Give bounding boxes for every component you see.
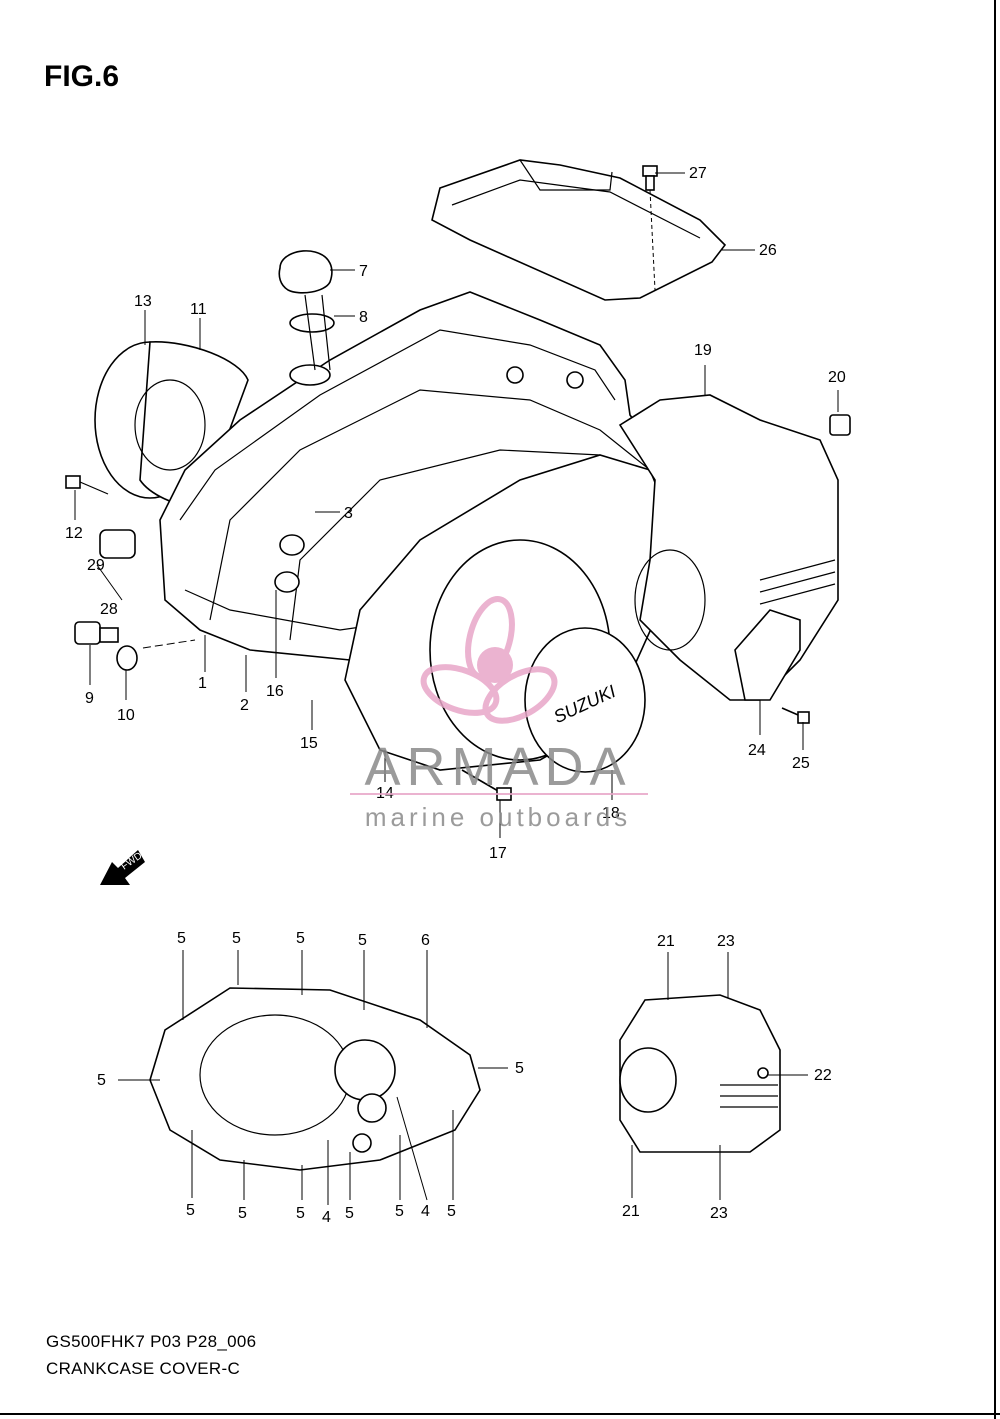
callout-20: 20 bbox=[828, 369, 846, 386]
callout-gasket-5g: 5 bbox=[186, 1202, 195, 1219]
callout-gasket-5c: 5 bbox=[296, 930, 305, 947]
callouts-small-cover: 21 23 22 21 23 bbox=[622, 933, 832, 1222]
callout-29: 29 bbox=[87, 557, 105, 574]
small-cover-detail bbox=[619, 994, 781, 1153]
dowel-pin-20 bbox=[829, 414, 851, 436]
fwd-direction-arrow: FWD bbox=[100, 850, 145, 885]
gasket-2 bbox=[209, 389, 661, 621]
callout-21a: 21 bbox=[657, 933, 675, 950]
callout-7: 7 bbox=[359, 263, 368, 280]
callout-gasket-5h: 5 bbox=[238, 1205, 247, 1222]
gasket-detail bbox=[149, 987, 481, 1171]
propeller-logo-icon bbox=[420, 596, 558, 724]
callout-gasket-5l: 5 bbox=[447, 1203, 456, 1220]
generator-cover-19 bbox=[618, 394, 839, 701]
callout-gasket-4b: 4 bbox=[421, 1203, 430, 1220]
callout-15: 15 bbox=[300, 735, 318, 752]
callout-2: 2 bbox=[240, 697, 249, 714]
callout-24: 24 bbox=[748, 742, 766, 759]
callouts-gasket: 5 5 5 5 6 5 5 5 5 5 4 5 5 4 5 bbox=[97, 930, 524, 1226]
callout-22: 22 bbox=[814, 1067, 832, 1084]
bolt-27 bbox=[642, 165, 658, 291]
callout-27: 27 bbox=[689, 165, 707, 182]
callout-gasket-5d: 5 bbox=[358, 932, 367, 949]
callout-gasket-5k: 5 bbox=[395, 1203, 404, 1220]
callout-gasket-4a: 4 bbox=[322, 1209, 331, 1226]
callout-17: 17 bbox=[489, 845, 507, 862]
callout-8: 8 bbox=[359, 309, 368, 326]
dowel-16 bbox=[274, 534, 305, 593]
callout-10: 10 bbox=[117, 707, 135, 724]
callout-gasket-5j: 5 bbox=[345, 1205, 354, 1222]
callout-23a: 23 bbox=[717, 933, 735, 950]
callout-12: 12 bbox=[65, 525, 83, 542]
callout-26: 26 bbox=[759, 242, 777, 259]
callout-13: 13 bbox=[134, 293, 152, 310]
bolt-12 bbox=[65, 475, 109, 495]
callout-18: 18 bbox=[602, 805, 620, 822]
callout-9: 9 bbox=[85, 690, 94, 707]
callout-gasket-5b: 5 bbox=[232, 930, 241, 947]
callout-19: 19 bbox=[694, 342, 712, 359]
callout-23b: 23 bbox=[710, 1205, 728, 1222]
oil-filler-cap bbox=[278, 250, 335, 371]
watermark-brand: ARMADA bbox=[364, 737, 631, 797]
watermark-tagline: marine outboards bbox=[365, 802, 631, 832]
callout-16: 16 bbox=[266, 683, 284, 700]
callout-gasket-5a: 5 bbox=[177, 930, 186, 947]
leader-lines bbox=[74, 172, 839, 1205]
callout-1: 1 bbox=[198, 675, 207, 692]
callout-28: 28 bbox=[100, 601, 118, 618]
callout-25: 25 bbox=[792, 755, 810, 772]
callout-gasket-6: 6 bbox=[421, 932, 430, 949]
callout-gasket-5i: 5 bbox=[296, 1205, 305, 1222]
figure-title: FIG.6 bbox=[44, 60, 120, 93]
plug-9 bbox=[74, 621, 119, 645]
washer-10 bbox=[116, 645, 138, 671]
bolt-25 bbox=[781, 707, 810, 724]
section-name: CRANKCASE COVER-C bbox=[46, 1359, 241, 1378]
callout-3: 3 bbox=[344, 505, 353, 522]
callout-gasket-5e: 5 bbox=[97, 1072, 106, 1089]
sensor-29 bbox=[99, 529, 136, 559]
callout-gasket-5f: 5 bbox=[515, 1060, 524, 1077]
callout-11: 11 bbox=[190, 301, 207, 318]
top-cover-plate bbox=[431, 159, 727, 301]
round-cover-13 bbox=[94, 341, 249, 511]
armada-watermark: ARMADA marine outboards bbox=[350, 596, 648, 832]
callout-21b: 21 bbox=[622, 1203, 640, 1220]
model-code: GS500FHK7 P03 P28_006 bbox=[46, 1332, 257, 1351]
